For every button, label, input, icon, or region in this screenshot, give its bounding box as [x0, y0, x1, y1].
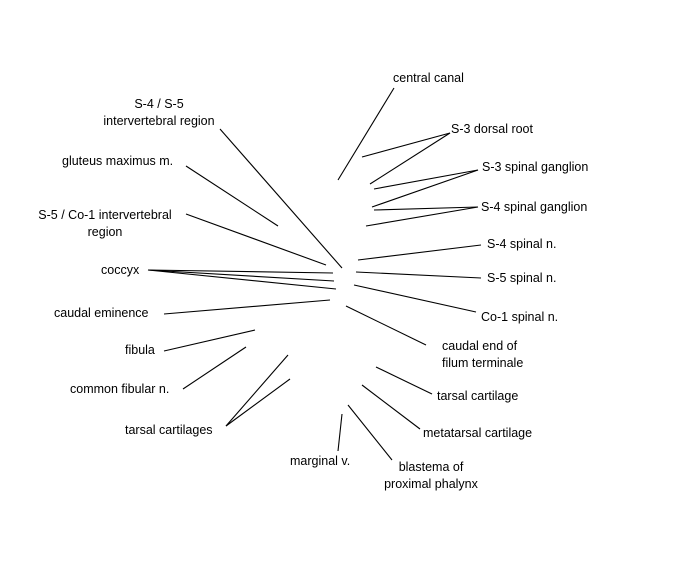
leader-tarsal-cartilages-2 — [225, 378, 291, 427]
label-common-fibular-n: common fibular n. — [70, 382, 170, 396]
leader-gluteus-maximus — [185, 165, 279, 227]
leader-s4-ganglion-2 — [365, 206, 479, 227]
leader-caudal-end-filum — [345, 305, 427, 346]
label-s4-s5-intervertebral-region: S-4 / S-5 intervertebral region — [103, 97, 215, 128]
leader-common-fibular-n — [182, 346, 247, 390]
leader-s4-spinal-n — [357, 244, 482, 261]
label-s5-co1-intervertebral-region: S-5 / Co-1 intervertebral region — [38, 208, 172, 239]
leader-coccyx-1 — [147, 269, 334, 274]
label-s3-dorsal-root: S-3 dorsal root — [451, 122, 533, 136]
leader-caudal-eminence — [163, 299, 331, 315]
leader-central-canal — [337, 87, 395, 181]
leader-marginal-v — [337, 413, 343, 452]
label-tarsal-cartilages: tarsal cartilages — [125, 423, 213, 437]
leader-s3-dorsal-root-1 — [361, 132, 451, 158]
leader-co1-spinal-n — [353, 284, 477, 313]
leader-blastema — [347, 404, 393, 461]
leader-s4-s5-intervertebral — [219, 128, 343, 269]
label-s5-spinal-n: S-5 spinal n. — [487, 271, 557, 285]
label-metatarsal-cartilage: metatarsal cartilage — [423, 426, 533, 440]
leader-s5-spinal-n — [355, 271, 482, 279]
label-coccyx: coccyx — [101, 263, 140, 277]
leader-metatarsal-cartilage — [361, 384, 421, 430]
label-central-canal: central canal — [393, 71, 464, 85]
label-co1-spinal-n: Co-1 spinal n. — [481, 310, 559, 324]
leader-s3-dorsal-root-2 — [369, 132, 451, 185]
label-marginal-v: marginal v. — [290, 454, 351, 468]
leader-s5-co1-intervertebral — [185, 213, 327, 266]
leader-s3-ganglion-2 — [371, 169, 479, 208]
leader-s4-ganglion-1 — [373, 206, 479, 211]
leader-tarsal-cartilages-1 — [225, 354, 289, 427]
label-caudal-end-filum: caudal end of filum terminale — [442, 339, 524, 370]
label-s3-spinal-ganglion: S-3 spinal ganglion — [482, 160, 589, 174]
leader-fibula — [163, 329, 256, 352]
label-gluteus-maximus: gluteus maximus m. — [62, 154, 174, 168]
label-tarsal-cartilage: tarsal cartilage — [437, 389, 519, 403]
leader-s3-ganglion-1 — [373, 169, 479, 190]
label-blastema-proximal-phalynx: blastema of proximal phalynx — [384, 460, 478, 491]
label-caudal-eminence: caudal eminence — [54, 306, 149, 320]
leader-coccyx-3 — [147, 269, 337, 290]
leader-tarsal-cartilage — [375, 366, 433, 395]
label-s4-spinal-ganglion: S-4 spinal ganglion — [481, 200, 588, 214]
leader-coccyx-2 — [147, 269, 335, 282]
label-s4-spinal-n: S-4 spinal n. — [487, 237, 557, 251]
label-fibula: fibula — [125, 343, 155, 357]
